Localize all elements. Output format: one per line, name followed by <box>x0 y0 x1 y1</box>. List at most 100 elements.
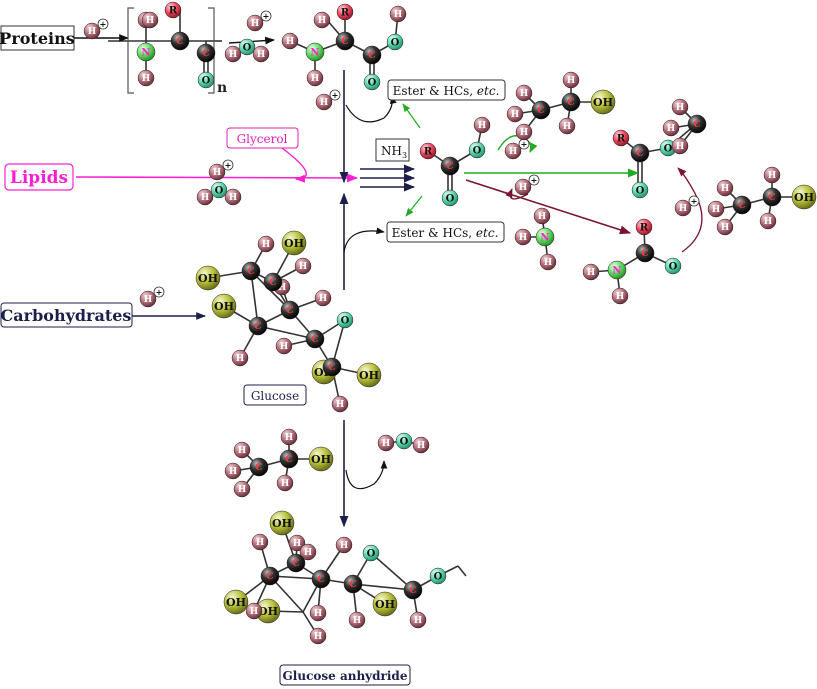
h-atom: H <box>662 119 680 137</box>
h-atom: H <box>763 166 781 184</box>
svg-text:R: R <box>617 134 626 145</box>
glycerol-arrow <box>281 147 307 183</box>
ester-bottom-etc: etc. <box>476 226 498 240</box>
ammonia-box: NH3 <box>375 138 410 162</box>
svg-text:C: C <box>768 193 775 203</box>
glucose-carbon-3: C <box>248 316 268 336</box>
svg-text:O: O <box>400 437 409 448</box>
svg-text:H: H <box>146 16 155 26</box>
proton-carbohydrates: H <box>139 290 157 308</box>
h-atom: H <box>506 105 524 123</box>
svg-text:H: H <box>278 283 287 293</box>
svg-text:O: O <box>367 549 376 560</box>
ester-carbon: C <box>630 143 650 163</box>
glucose-label: Glucose <box>251 389 299 403</box>
svg-text:H: H <box>544 258 553 268</box>
svg-text:H: H <box>676 103 685 113</box>
h-atom: H <box>252 45 270 63</box>
h-atom: H <box>281 32 299 50</box>
svg-text:H: H <box>616 292 625 302</box>
h-atom: H <box>533 207 551 225</box>
svg-text:OH: OH <box>359 369 379 382</box>
carbohydrates-box: Carbohydrates <box>0 302 133 328</box>
h-atom: H <box>409 611 427 629</box>
svg-text:N: N <box>141 48 150 59</box>
h-atom: H <box>309 627 327 645</box>
ammonia-label: NH <box>381 144 402 158</box>
svg-text:H: H <box>520 128 529 138</box>
h-atom: H <box>389 5 407 23</box>
carboxylic-r-group: R <box>419 142 437 160</box>
c-atom: C <box>762 187 782 207</box>
svg-text:R: R <box>341 8 350 19</box>
ethanol-top-carbon: C <box>531 100 551 120</box>
svg-text:H: H <box>142 74 151 84</box>
amine-reagent-nitrogen: N <box>535 227 555 247</box>
svg-text:C: C <box>693 120 700 130</box>
svg-text:C: C <box>636 149 643 159</box>
svg-text:H: H <box>478 121 487 131</box>
svg-text:H: H <box>712 205 721 215</box>
svg-text:C: C <box>292 559 299 569</box>
svg-text:H: H <box>238 485 247 495</box>
ester-methyl-carbon: C <box>687 114 707 134</box>
svg-text:H: H <box>519 233 528 243</box>
svg-text:C: C <box>285 455 292 465</box>
glucose-hydroxyl-3: OH <box>211 293 237 319</box>
svg-text:H: H <box>286 37 295 47</box>
proteins-label: Proteins <box>0 29 75 48</box>
svg-text:+: + <box>531 175 538 185</box>
svg-text:OH: OH <box>226 596 246 609</box>
h-atom: H <box>335 536 353 554</box>
svg-text:O: O <box>669 262 678 273</box>
glucose-hydroxyl-5: OH <box>356 362 382 388</box>
polymer-subscript: n <box>217 80 227 96</box>
svg-text:O: O <box>636 186 645 197</box>
svg-text:H: H <box>311 74 320 84</box>
svg-text:C: C <box>176 37 183 47</box>
anhydride-carbon-2: C <box>286 553 306 573</box>
ester-hc-box-bottom: Ester & HCs, etc. <box>386 221 505 243</box>
hydroxyl-group: OH <box>791 184 817 210</box>
positive-charge-icon: + <box>518 138 530 150</box>
svg-text:H: H <box>280 342 289 352</box>
svg-text:H: H <box>667 124 676 134</box>
svg-text:O: O <box>215 186 224 197</box>
h-atom: H <box>233 441 251 459</box>
carbonyl-oxygen: O <box>197 71 215 89</box>
svg-text:C: C <box>254 322 261 332</box>
svg-text:OH: OH <box>794 191 814 204</box>
svg-text:C: C <box>317 575 324 585</box>
svg-text:C: C <box>368 51 375 61</box>
svg-text:+: + <box>100 19 107 29</box>
green-up-arrow <box>402 103 421 129</box>
proton-ester: H <box>315 93 333 111</box>
h-atom: H <box>582 263 600 281</box>
h-atom: H <box>759 212 777 230</box>
positive-charge-icon: + <box>97 18 109 30</box>
r-group: R <box>164 1 182 19</box>
svg-text:H: H <box>567 76 576 86</box>
svg-text:O: O <box>243 43 252 54</box>
svg-text:O: O <box>664 144 673 155</box>
svg-text:H: H <box>511 110 520 120</box>
h-atom: H <box>473 116 491 134</box>
svg-text:C: C <box>537 106 544 116</box>
svg-text:H: H <box>238 446 247 456</box>
released-water-oxygen: O <box>395 432 413 450</box>
svg-text:C: C <box>446 162 453 172</box>
svg-text:H: H <box>382 439 391 449</box>
svg-text:H: H <box>262 240 271 250</box>
positive-charge-icon: + <box>528 174 540 186</box>
h-atom: H <box>313 11 331 29</box>
h-atom: H <box>348 611 366 629</box>
proton-water: H <box>246 14 264 32</box>
anhydride-ether-oxygen: O <box>429 567 447 585</box>
glucose-box: Glucose <box>243 384 307 406</box>
svg-text:H: H <box>236 354 245 364</box>
maroon-loop-arrow <box>505 188 529 200</box>
h-atom: H <box>251 533 269 551</box>
svg-text:C: C <box>641 249 648 259</box>
svg-text:C: C <box>202 49 209 59</box>
acid-alpha-carbon: C <box>335 31 355 51</box>
